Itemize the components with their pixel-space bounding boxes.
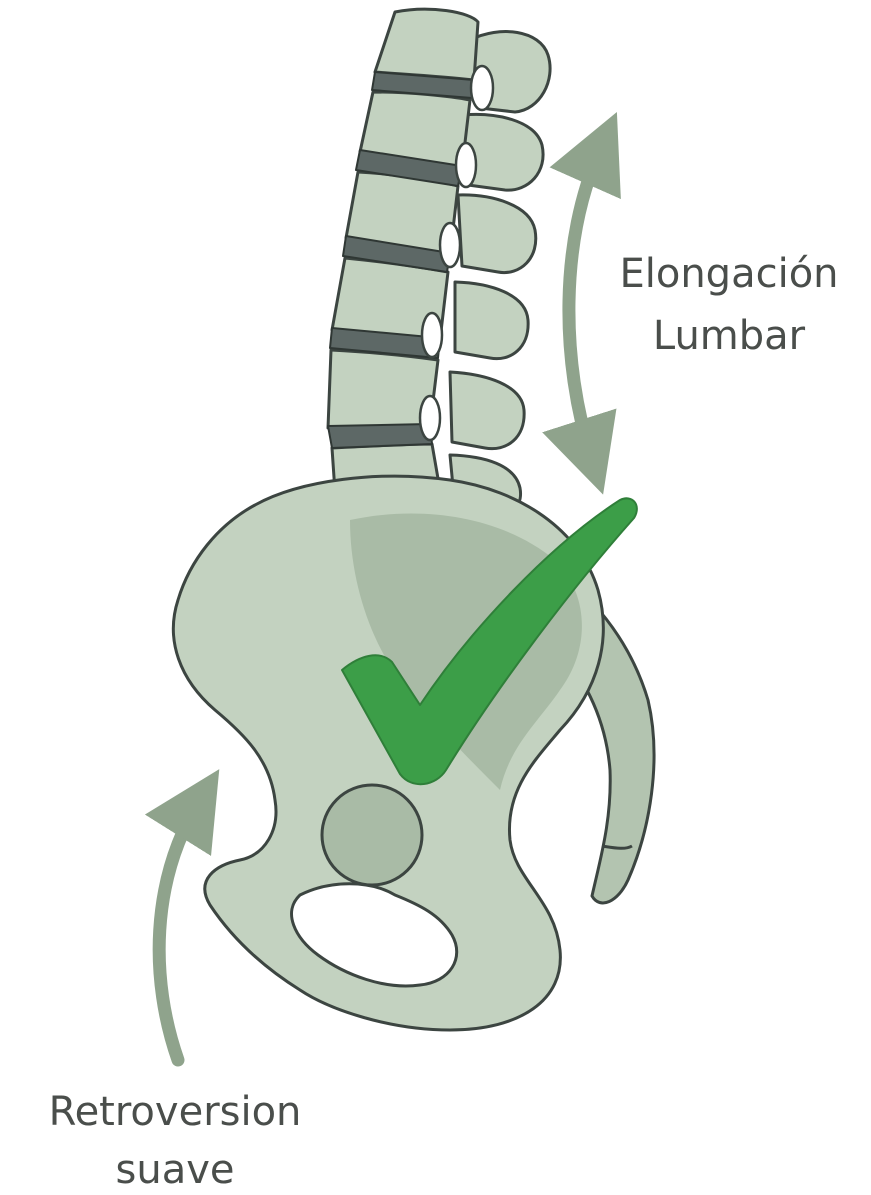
disc-5: [328, 424, 432, 448]
lumbar-elongation-arrow: [569, 150, 600, 460]
acetabulum: [322, 785, 422, 885]
label-pelvis-line1: Retroversion: [49, 1089, 302, 1135]
vertebra-l1: [375, 9, 478, 80]
lumbar-spine: [328, 9, 550, 517]
label-lumbar-line2: Lumbar: [653, 313, 806, 359]
pelvic-retroversion-arrow: [159, 800, 200, 1060]
label-lumbar-line1: Elongación: [619, 251, 838, 297]
label-pelvis-line2: suave: [116, 1147, 235, 1193]
